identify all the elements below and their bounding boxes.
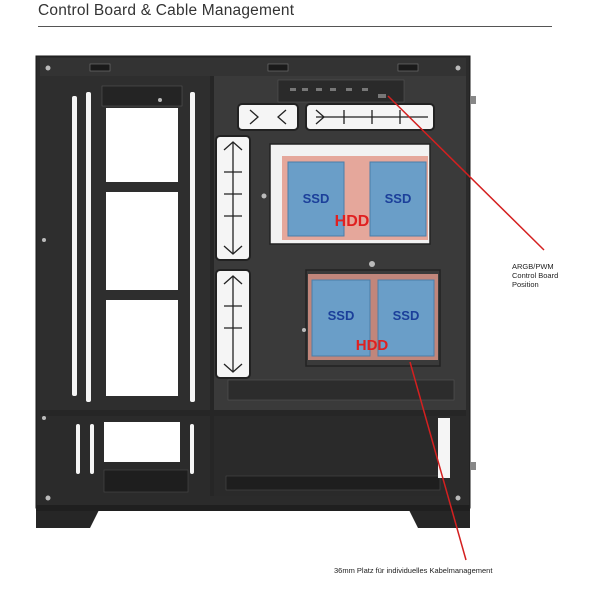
leader-line-cable-management [409, 361, 467, 561]
psu-mesh [225, 475, 441, 491]
lower-shelf [227, 379, 455, 401]
callout-line: Control Board [512, 271, 559, 280]
screw-holes [42, 65, 461, 501]
top-rail [40, 58, 466, 76]
leader-line-control-board [387, 95, 545, 251]
hdd-label: HDD [335, 213, 370, 230]
control-board [277, 79, 405, 103]
top-slot-1 [89, 63, 111, 72]
ssd-bottom-left [311, 279, 371, 357]
vent-slot [76, 424, 80, 474]
ssd-top-right [369, 161, 427, 237]
callout-line: ARGB/PWM [512, 262, 554, 271]
case-foot-left [36, 508, 100, 528]
vent-slot [190, 424, 194, 474]
case-base [36, 505, 470, 511]
ssd-top-left [287, 161, 345, 237]
cable-management-callout: 36mm Platz für individuelles Kabelmanage… [334, 566, 493, 575]
fan-window-mid [106, 192, 178, 290]
vent-slot [86, 92, 91, 402]
vent-slot [90, 424, 94, 474]
side-hinge [470, 462, 476, 470]
mesh-panel [103, 469, 189, 493]
title-divider [38, 26, 552, 27]
ssd-label: SSD [385, 191, 412, 206]
ssd-label: SSD [303, 191, 330, 206]
vent-slot [72, 96, 77, 396]
cable-cutout-top-1 [237, 103, 299, 131]
case-foot-right [408, 508, 470, 528]
ssd-bottom-right [377, 279, 435, 357]
channel-marks [223, 141, 243, 373]
vent-slot [190, 92, 195, 402]
side-hinge [470, 96, 476, 104]
hdd-label: HDD [356, 337, 389, 354]
left-lower-window [104, 422, 180, 462]
left-column-divider [210, 76, 214, 496]
page-title: Control Board & Cable Management [38, 2, 295, 19]
fan-window-top [106, 108, 178, 182]
psu-shroud-divider [40, 410, 466, 416]
ssd-label: SSD [328, 308, 355, 323]
top-slot-3 [397, 63, 419, 72]
control-board-callout: ARGB/PWM Control Board Position [512, 262, 592, 289]
fan-bracket [101, 85, 183, 107]
control-board-pins [290, 88, 386, 98]
callout-line: Position [512, 280, 539, 289]
fan-window-bottom [106, 300, 178, 396]
ssd-label: SSD [393, 308, 420, 323]
right-cable-slot [438, 418, 450, 478]
top-slot-2 [267, 63, 289, 72]
